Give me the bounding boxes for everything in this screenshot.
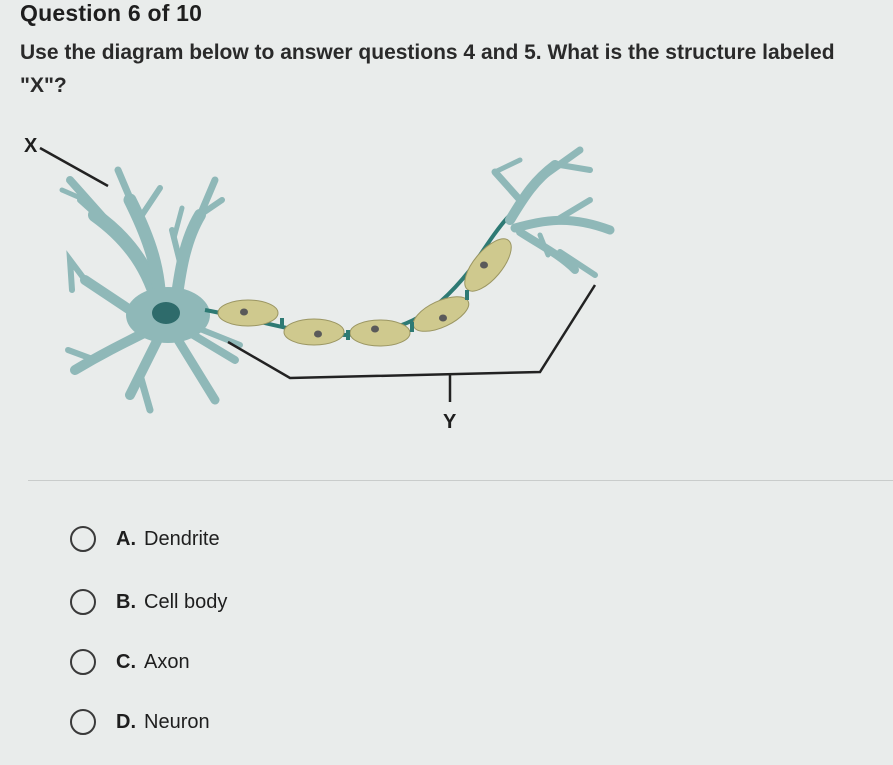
myelin-segment (283, 318, 345, 346)
choice-text: Axon (144, 650, 190, 673)
label-x-pointer (39, 146, 109, 188)
choice-letter: B. (116, 590, 136, 613)
choice-text: Dendrite (144, 527, 220, 550)
nucleus (152, 302, 180, 324)
axon-terminals (491, 146, 615, 278)
choice-b[interactable]: B. Cell body (70, 584, 227, 620)
radio-button[interactable] (70, 526, 96, 552)
choice-c[interactable]: C. Axon (70, 644, 190, 680)
choice-a[interactable]: A. Dendrite (70, 521, 220, 557)
label-x: X (24, 135, 38, 157)
myelin-segment (412, 296, 470, 332)
choice-letter: C. (116, 650, 136, 673)
myelin-segment (464, 238, 512, 292)
choice-text: Cell body (144, 590, 228, 613)
divider (28, 480, 893, 481)
question-text: Use the diagram below to answer question… (20, 41, 835, 97)
nodes-of-ranvier (280, 290, 469, 340)
choice-letter: D. (116, 710, 136, 733)
choice-d[interactable]: D. Neuron (70, 704, 210, 740)
bracket-y (227, 284, 597, 380)
radio-button[interactable] (70, 649, 96, 675)
myelin-segment (349, 319, 411, 347)
myelin-segment (217, 299, 279, 327)
choice-text: Neuron (144, 710, 210, 733)
label-y: Y (443, 411, 457, 433)
radio-button[interactable] (70, 589, 96, 615)
question-header: Question 6 of 10 (20, 0, 203, 26)
myelin-sheath (217, 238, 512, 347)
choice-letter: A. (116, 527, 136, 550)
radio-button[interactable] (70, 709, 96, 735)
neuron-diagram: X (24, 135, 615, 433)
